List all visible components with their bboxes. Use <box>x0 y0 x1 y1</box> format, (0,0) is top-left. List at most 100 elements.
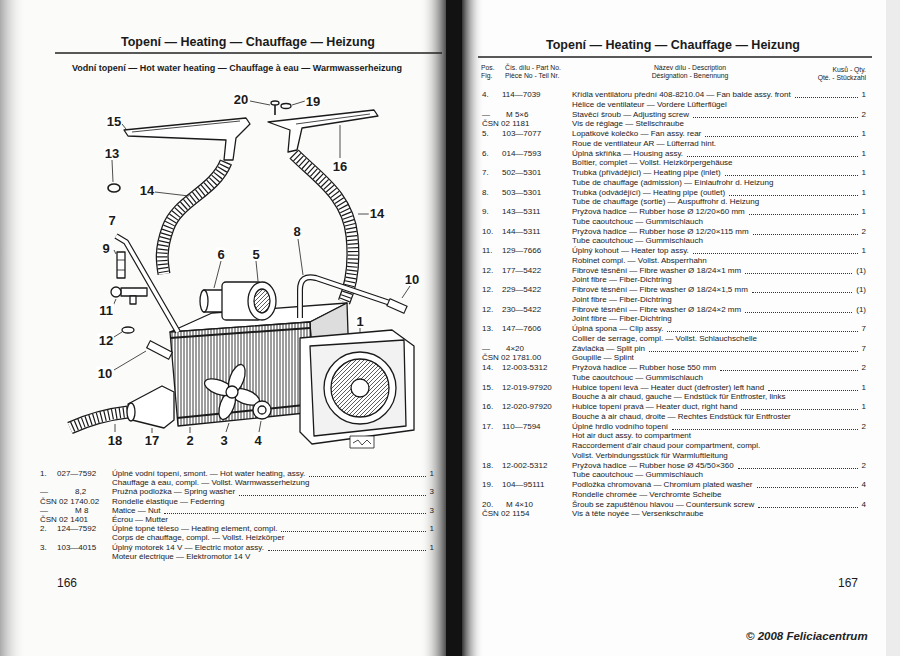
dot-leader <box>649 351 858 352</box>
part-description: Bouche à air chaud, gauche — Endstück fü… <box>572 393 785 402</box>
part-number: 8,2 <box>75 488 86 497</box>
dot-leader <box>741 409 857 410</box>
quantity: 1 <box>862 403 866 412</box>
column-header: Pos. <box>481 64 495 71</box>
position-number: 19. <box>482 481 493 490</box>
part-description: Úplné vodní topení, smont. — Hot water h… <box>112 470 305 479</box>
part-description: Joint fibre — Fiber-Dichtring <box>572 296 672 305</box>
dot-leader <box>687 156 858 157</box>
column-header: Čís. dílu - Part No. <box>505 64 561 71</box>
part-number: 114—7039 <box>502 91 541 100</box>
quantity: 7 <box>862 325 866 334</box>
quantity: 2 <box>862 228 866 237</box>
quantity: 1 <box>862 208 866 217</box>
dot-leader <box>745 273 852 274</box>
part-description: Tube caoutchouc — Gummischlauch <box>572 374 703 383</box>
dot-leader <box>239 495 425 496</box>
part-description: Tube caoutchouc — Gummischlauch <box>572 218 703 227</box>
position-number: 12. <box>482 286 493 295</box>
part-number: 12-019-97920 <box>502 384 552 393</box>
position-number: 17. <box>482 423 493 432</box>
part-description: Úplné topné těleso — Heating element, co… <box>112 525 277 534</box>
part-description: Pryžová hadice — Rubber hose 550 mm <box>572 364 716 373</box>
part-description: Tube de chauffage (admission) — Einlaufr… <box>572 179 773 188</box>
heater-illustration <box>70 101 414 448</box>
callout-number: 9 <box>101 242 110 255</box>
part-description: Corps de chauffage, compl. — Vollst. Hei… <box>112 534 284 543</box>
part-description: Joint fibre — Fiber-Dichtring <box>572 276 672 285</box>
quantity: 1 <box>430 525 434 534</box>
quantity: 1 <box>430 544 434 553</box>
part-description: Závlačka — Split pin <box>572 345 645 354</box>
part-number: 027—7592 <box>57 470 96 479</box>
part-description: Úplná skříňka — Housing assy. <box>572 150 683 159</box>
position-number: 12. <box>482 267 493 276</box>
part-description: Tube caoutchouc — Gummischlauch <box>572 237 703 246</box>
part-description: Chauffage à eau, compl. — Vollst. Warmwa… <box>112 479 309 488</box>
part-number: 110—7594 <box>502 423 541 432</box>
position-number: 20. <box>482 501 493 510</box>
part-number: 503—5301 <box>502 189 541 198</box>
position-number: 5. <box>482 130 489 139</box>
dot-leader <box>729 195 857 196</box>
part-description: Lopatkové kolečko — Fan assy. rear <box>572 130 701 139</box>
column-header: Kusů - Qty. <box>833 66 867 73</box>
callout-number: 18 <box>107 434 123 447</box>
position-number: 4. <box>482 91 489 100</box>
callout-number: 19 <box>305 95 321 108</box>
callout-number: 14 <box>139 184 155 197</box>
dot-leader <box>749 214 858 215</box>
part-description: Křídla ventilátoru přední 408-8210.04 — … <box>572 91 791 100</box>
part-description: Raccordement d'air chaud pour compartmen… <box>572 442 760 451</box>
part-description: Écrou — Mutter <box>112 516 168 525</box>
dot-leader <box>672 429 857 430</box>
quantity: (1) <box>856 306 866 315</box>
part-description: Pryžová hadice — Rubber hose Ø 45/50×360 <box>572 462 734 471</box>
part-description: Vollst. Verbindungsstück für Warmluftlei… <box>572 452 728 461</box>
callout-number: 12 <box>98 334 114 347</box>
position-number: 3. <box>40 544 47 553</box>
quantity: (1) <box>856 286 866 295</box>
part-description: Hubice topení pravá — Heater duct, right… <box>572 403 737 412</box>
part-number: 129—7666 <box>502 247 541 256</box>
dot-leader <box>281 531 425 532</box>
part-description: Matice — Nut <box>112 507 160 516</box>
part-number: 4×20 <box>506 345 524 354</box>
part-number: M 8 <box>75 507 88 516</box>
part-description: Úplný motorek 14 V — Electric motor assy… <box>112 544 264 553</box>
page-number: 167 <box>838 577 858 590</box>
position-number: 2. <box>40 525 47 534</box>
part-description: Tube caoutchouc — Gummischlauch <box>572 471 703 480</box>
part-description: Robinet compl. — Vollst. Absperrhahn <box>572 257 707 266</box>
part-number: 104—95111 <box>502 481 544 490</box>
part-number: M 5×6 <box>506 111 528 120</box>
part-number: 143—5311 <box>502 208 541 217</box>
position-number: 13. <box>482 325 493 334</box>
callout-number: 1 <box>355 315 364 328</box>
part-description: Moteur électrique — Elektromotor 14 V <box>112 553 250 562</box>
part-description: Pryžová hadice — Rubber hose Ø 12/20×115… <box>572 228 749 237</box>
part-number: 014—7593 <box>502 150 541 159</box>
part-description: Boîtier, complet — Vollst. Heizkörpergeh… <box>572 159 733 168</box>
quantity: 1 <box>862 169 866 178</box>
part-description: Pružná podložka — Spring washer <box>112 488 235 497</box>
position-number: — <box>482 111 490 120</box>
position-number: 11. <box>482 247 493 256</box>
column-header: Název dílu - Description <box>654 64 726 71</box>
dot-leader <box>705 136 857 137</box>
quantity: 2 <box>862 423 866 432</box>
position-number: — <box>482 345 490 354</box>
part-number: 12-003-5312 <box>502 364 547 373</box>
part-number: 177—5422 <box>502 267 541 276</box>
standard-number: ČSN 02 1781.00 <box>482 354 541 363</box>
position-number: 6. <box>482 150 489 159</box>
position-number: 8. <box>482 189 489 198</box>
callout-number: 16 <box>332 160 348 173</box>
part-description: Šroub se zapuštěnou hlavou — Countersunk… <box>572 501 754 510</box>
callout-number: 8 <box>292 225 301 238</box>
dot-leader <box>753 234 858 235</box>
dot-leader <box>725 175 858 176</box>
quantity: 1 <box>862 247 866 256</box>
column-header: Fig. <box>481 72 492 79</box>
standard-number: ČSN 02 1154 <box>482 510 529 519</box>
